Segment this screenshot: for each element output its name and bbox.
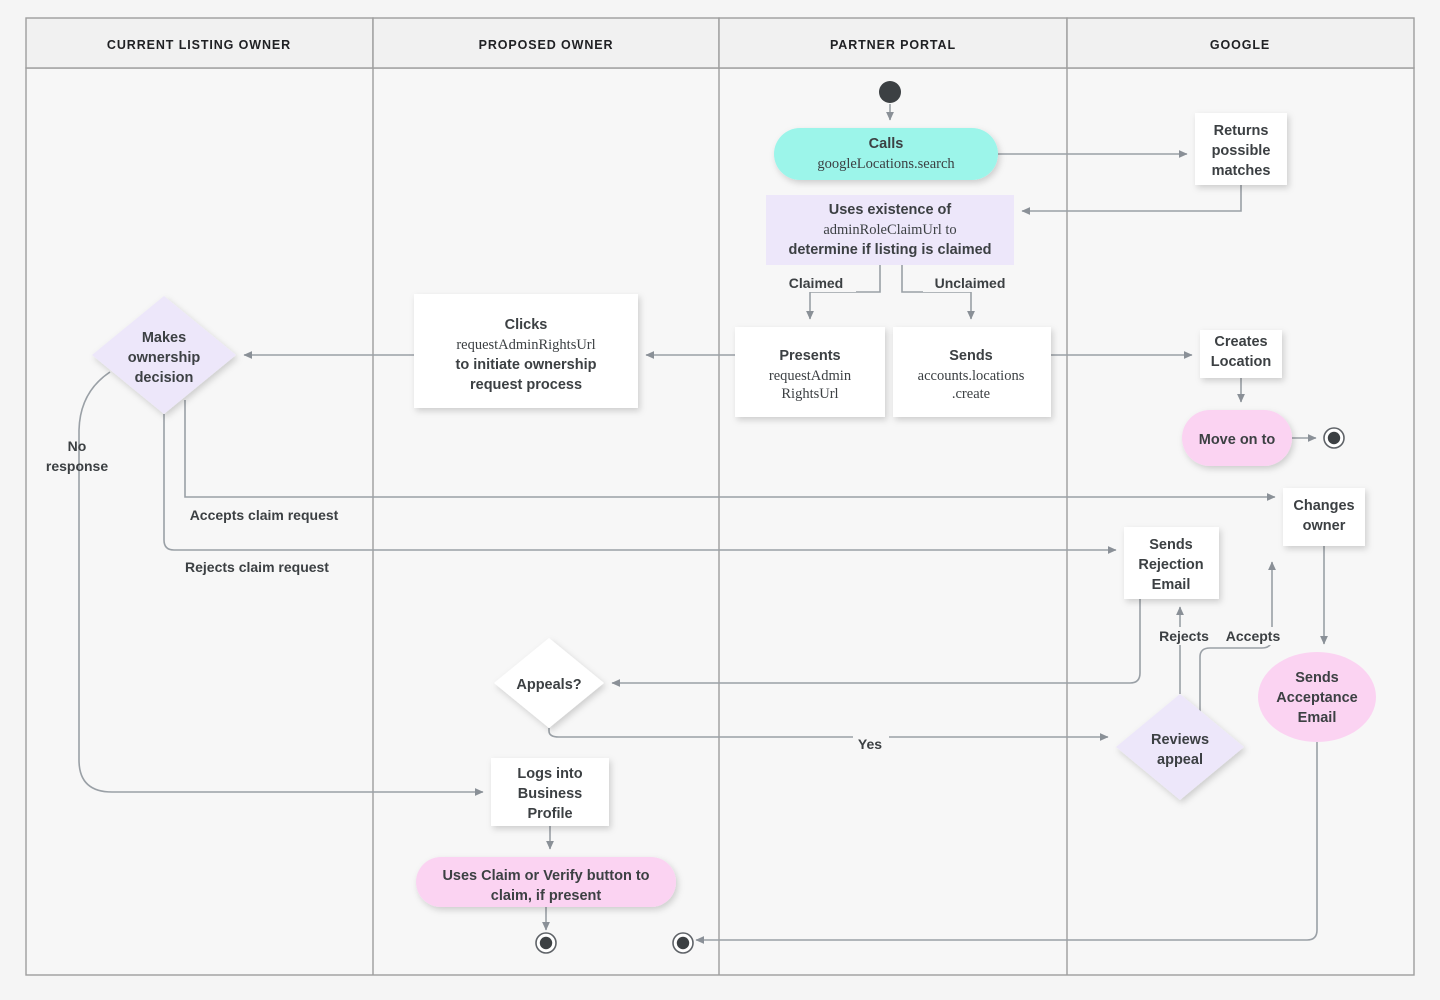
lane-label-google: GOOGLE xyxy=(1210,38,1270,52)
node-reviewsappeal-line-1: Reviews xyxy=(1151,732,1209,748)
node-clicks-line-4: request process xyxy=(470,377,582,393)
edge-label-accepts: Accepts xyxy=(1226,628,1281,644)
edge-label-rejects-claim-request: Rejects claim request xyxy=(185,559,329,575)
edge-label-unclaimed: Unclaimed xyxy=(935,275,1006,291)
edge-decision-accepts-to-changesowner xyxy=(184,400,1276,501)
node-presents-line-3: RightsUrl xyxy=(781,386,838,402)
lane-header-partner-portal xyxy=(718,17,1068,69)
node-acceptance-line-3: Email xyxy=(1298,710,1337,726)
node-decision-line-3: decision xyxy=(135,370,194,386)
node-reviewsappeal-line-2: appeal xyxy=(1157,752,1203,768)
node-changesowner-line-2: owner xyxy=(1303,518,1346,534)
node-appeals-label: Appeals? xyxy=(516,677,581,693)
node-calls-line-1: Calls xyxy=(869,136,904,152)
node-end-partner-portal xyxy=(672,932,694,954)
node-calls-line-2: googleLocations.search xyxy=(817,156,955,172)
edge-label-no-response-line-2: response xyxy=(46,458,108,474)
edge-decision-rejects-to-rejectionemail xyxy=(163,414,1117,554)
node-uses-line-2: adminRoleClaimUrl to xyxy=(823,222,956,238)
node-uses-existence-admin-role-claim-url xyxy=(766,195,1014,265)
node-sends-accounts-locations-create xyxy=(893,327,1051,417)
node-reviews-appeal xyxy=(1116,694,1244,800)
node-appeals-question xyxy=(494,638,604,728)
node-calls-google-locations-search xyxy=(774,128,998,180)
edge-label-accepts-claim-request: Accepts claim request xyxy=(190,507,339,523)
lane-label-partner-portal: PARTNER PORTAL xyxy=(830,38,956,52)
node-clicks-line-3: to initiate ownership xyxy=(456,357,597,373)
edge-label-rejects: Rejects xyxy=(1159,628,1209,644)
node-decision-line-2: ownership xyxy=(128,350,201,366)
node-uses-line-3: determine if listing is claimed xyxy=(788,242,991,258)
node-sendscreate-line-1: Sends xyxy=(949,348,993,364)
node-usesclaim-line-1: Uses Claim or Verify button to xyxy=(442,868,649,884)
node-logsinto-line-3: Profile xyxy=(527,806,572,822)
node-rejectionemail-line-3: Email xyxy=(1152,577,1191,593)
node-returns-line-2: possible xyxy=(1212,143,1271,159)
node-end-google xyxy=(1323,427,1345,449)
node-uses-line-1: Uses existence of xyxy=(829,202,952,218)
node-returns-line-1: Returns xyxy=(1214,123,1269,139)
node-returns-line-3: matches xyxy=(1212,163,1271,179)
node-moveon-label: Move on to xyxy=(1199,432,1276,448)
node-logsinto-line-2: Business xyxy=(518,786,582,802)
node-sends-rejection-email xyxy=(1124,527,1219,599)
node-acceptance-line-2: Acceptance xyxy=(1276,690,1357,706)
lane-label-current-listing-owner: CURRENT LISTING OWNER xyxy=(107,38,291,52)
node-sendscreate-line-2: accounts.locations xyxy=(918,368,1025,384)
node-presents-line-2: requestAdmin xyxy=(769,368,852,384)
node-rejectionemail-line-2: Rejection xyxy=(1138,557,1203,573)
node-clicks-request-admin-rights-url xyxy=(414,294,638,408)
node-logs-into-business-profile xyxy=(491,758,609,826)
edge-decision-noresponse-to-logsinto xyxy=(78,371,484,796)
lane-header-current-listing-owner xyxy=(25,17,374,69)
node-rejectionemail-line-1: Sends xyxy=(1149,537,1193,553)
lane-header-google xyxy=(1066,17,1415,69)
edge-acceptance-to-end-partner xyxy=(695,742,1318,944)
node-uses-claim-or-verify-button xyxy=(416,857,676,907)
node-logsinto-line-1: Logs into xyxy=(517,766,582,782)
edge-appeals-yes-to-reviewsappeal xyxy=(548,728,1109,741)
node-creates-location xyxy=(1200,330,1282,378)
node-makes-ownership-decision xyxy=(92,296,236,414)
node-presents-request-admin-rights-url xyxy=(735,327,885,417)
node-changesowner-line-1: Changes xyxy=(1293,498,1354,514)
edge-label-claimed: Claimed xyxy=(789,275,843,291)
lane-label-proposed-owner: PROPOSED OWNER xyxy=(479,38,614,52)
node-presents-line-1: Presents xyxy=(779,348,840,364)
node-changes-owner xyxy=(1283,488,1365,546)
node-acceptance-line-1: Sends xyxy=(1295,670,1339,686)
edge-label-no-response-line-1: No xyxy=(68,438,87,454)
node-clicks-line-2: requestAdminRightsUrl xyxy=(456,337,595,353)
edge-rejectionemail-to-appeals xyxy=(611,599,1141,687)
node-start xyxy=(879,81,901,103)
node-sends-acceptance-email xyxy=(1258,652,1376,742)
node-decision-line-1: Makes xyxy=(142,330,186,346)
node-usesclaim-line-2: claim, if present xyxy=(491,888,602,904)
node-end-proposed-owner xyxy=(535,932,557,954)
edge-label-yes: Yes xyxy=(858,736,882,752)
node-creates-line-1: Creates xyxy=(1214,334,1267,350)
node-clicks-line-1: Clicks xyxy=(505,317,548,333)
node-sendscreate-line-3: .create xyxy=(952,386,990,402)
node-creates-line-2: Location xyxy=(1211,354,1271,370)
connectors xyxy=(78,104,1328,944)
node-move-on-to xyxy=(1182,410,1292,466)
edge-labels: Claimed Unclaimed No response Accepts cl… xyxy=(46,274,1286,753)
lane-header-proposed-owner xyxy=(372,17,720,69)
edge-returns-to-uses xyxy=(1021,185,1242,215)
node-returns-possible-matches xyxy=(1195,113,1287,185)
